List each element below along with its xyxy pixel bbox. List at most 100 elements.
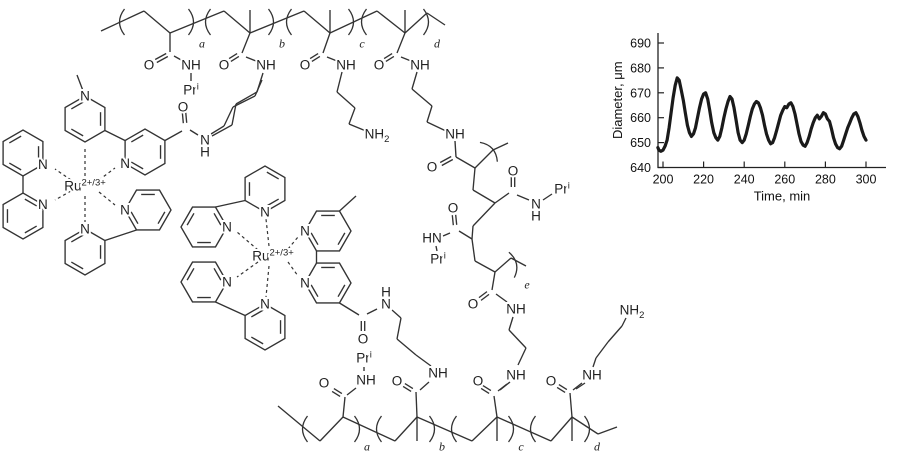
double-bond bbox=[230, 55, 240, 63]
bond bbox=[391, 309, 402, 319]
bond bbox=[326, 56, 338, 62]
repeat-subscript: a bbox=[199, 37, 205, 51]
bond bbox=[411, 88, 433, 107]
atom-label: NH2 bbox=[620, 303, 645, 322]
parenthesis bbox=[479, 141, 499, 162]
atom-label: O bbox=[178, 100, 189, 115]
bond bbox=[499, 381, 511, 391]
aromatic-double-bond bbox=[8, 162, 22, 171]
polymer-structure-bonds bbox=[22, 10, 627, 442]
atom-label: O bbox=[219, 58, 230, 73]
pyridine-ring bbox=[304, 210, 352, 252]
bond bbox=[597, 426, 618, 435]
bond bbox=[494, 192, 510, 204]
ring-nitrogen-label: N bbox=[222, 220, 232, 235]
pyridine-ring bbox=[2, 192, 44, 240]
bond bbox=[571, 416, 599, 435]
parenthesis bbox=[285, 8, 293, 36]
aromatic-double-bond bbox=[24, 225, 38, 234]
atom-label: Pri bbox=[356, 350, 372, 366]
atom-label: O bbox=[508, 164, 519, 179]
parenthesis bbox=[507, 415, 515, 443]
repeat-subscript: c bbox=[518, 440, 524, 454]
y-axis-label: Diameter, μm bbox=[610, 61, 625, 139]
coordination-bond bbox=[265, 265, 270, 298]
repeat-subscript: d bbox=[594, 440, 601, 454]
y-tick-label: 640 bbox=[630, 161, 651, 175]
bond bbox=[575, 382, 586, 390]
double-bond bbox=[154, 52, 167, 61]
aromatic-double-bond bbox=[186, 267, 195, 281]
atom-label: H bbox=[381, 285, 391, 300]
bond bbox=[496, 416, 552, 442]
ring-nitrogen-label: N bbox=[120, 203, 130, 218]
aromatic-double-bond bbox=[157, 211, 166, 225]
atom-label: NH bbox=[506, 302, 526, 317]
atom-label: NH bbox=[356, 373, 376, 388]
bond bbox=[415, 391, 418, 418]
aromatic-double-bond bbox=[130, 211, 139, 225]
bond bbox=[254, 79, 263, 97]
y-tick-label: 690 bbox=[630, 37, 651, 51]
bond bbox=[542, 193, 553, 201]
parenthesis bbox=[375, 415, 383, 443]
bond bbox=[404, 12, 428, 34]
bond bbox=[419, 381, 430, 391]
bond bbox=[458, 230, 473, 240]
bond bbox=[426, 121, 447, 132]
double-bond bbox=[480, 293, 490, 301]
double-bond bbox=[156, 55, 169, 64]
parenthesis bbox=[583, 415, 591, 443]
aromatic-double-bond bbox=[213, 212, 222, 226]
bond bbox=[416, 416, 473, 442]
x-tick-label: 240 bbox=[734, 173, 755, 187]
aromatic-double-bond bbox=[70, 128, 84, 137]
bond bbox=[492, 142, 509, 151]
pyridine-ring bbox=[124, 128, 166, 176]
y-tick-label: 670 bbox=[630, 86, 651, 100]
ruthenium-label: Ru2+/3+ bbox=[64, 178, 106, 194]
bond bbox=[342, 396, 346, 418]
ring-nitrogen-label: N bbox=[120, 156, 130, 171]
parenthesis bbox=[422, 8, 430, 36]
bond bbox=[366, 308, 378, 315]
bond bbox=[516, 194, 530, 201]
pyridine-ring bbox=[64, 228, 106, 276]
bond bbox=[517, 347, 527, 366]
bond bbox=[572, 382, 583, 391]
aromatic-double-bond bbox=[24, 198, 38, 207]
x-tick-label: 220 bbox=[693, 173, 714, 187]
ring-nitrogen-label: N bbox=[260, 205, 270, 220]
atom-label: O bbox=[319, 376, 330, 391]
pyridine-ring bbox=[64, 95, 106, 143]
atom-label: O bbox=[448, 201, 459, 216]
bond bbox=[223, 10, 251, 34]
aromatic-double-bond bbox=[186, 212, 195, 226]
bond bbox=[595, 341, 609, 359]
double-bond bbox=[228, 52, 238, 60]
bond bbox=[303, 10, 331, 34]
atom-label: NH bbox=[582, 368, 602, 383]
atom-label: O bbox=[427, 160, 438, 175]
coordination-bond bbox=[98, 191, 116, 206]
ring-nitrogen-label: N bbox=[300, 224, 310, 239]
atom-label: O bbox=[473, 374, 484, 389]
parenthesis bbox=[353, 415, 361, 443]
ring-nitrogen-label: N bbox=[260, 297, 270, 312]
bond bbox=[411, 71, 418, 90]
pyridine-ring bbox=[304, 262, 352, 304]
bond bbox=[508, 316, 514, 331]
double-bond bbox=[311, 55, 321, 63]
bond bbox=[215, 199, 246, 208]
aromatic-double-bond bbox=[213, 267, 222, 281]
bond bbox=[336, 91, 356, 109]
atom-label: NH bbox=[410, 58, 430, 73]
bond bbox=[348, 107, 356, 125]
bond bbox=[396, 338, 417, 356]
bond bbox=[346, 387, 357, 396]
bipyridine-rings bbox=[2, 95, 352, 351]
bond bbox=[164, 130, 183, 142]
bond bbox=[472, 167, 476, 191]
